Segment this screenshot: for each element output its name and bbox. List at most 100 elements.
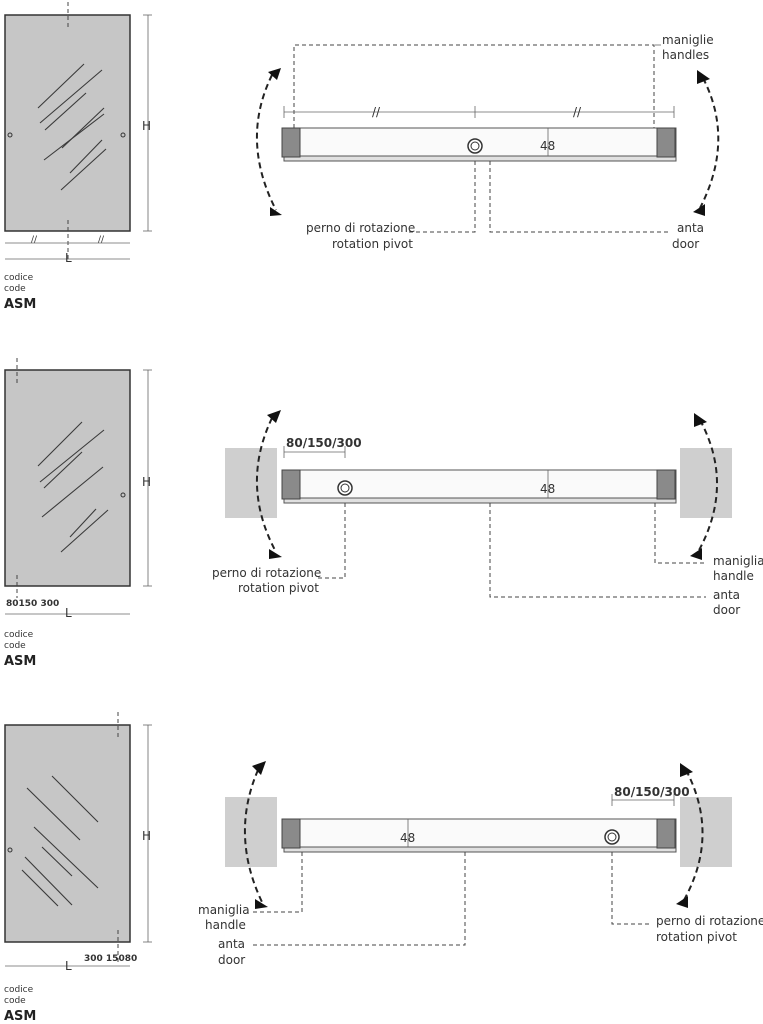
arrow-head-icon <box>255 899 268 909</box>
pivot-label-en: rotation pivot <box>238 581 319 595</box>
door-label-en: door <box>713 603 740 617</box>
handle-block-left <box>281 818 301 849</box>
door-leader <box>489 503 706 598</box>
glass-door-panel <box>4 369 131 587</box>
thickness-label: 48 <box>540 482 555 496</box>
wall-jamb-left <box>225 448 277 518</box>
product-code: ASM <box>4 1009 36 1024</box>
arrow-head-icon <box>694 413 707 427</box>
glass-leaf <box>283 155 677 162</box>
handle-dot <box>120 132 126 138</box>
plan-view-2: 80/150/300 48 perno di rotazione rotatio… <box>212 410 763 617</box>
arrow-head-icon <box>268 68 281 80</box>
pivot-label-en: rotation pivot <box>332 237 413 251</box>
handle-block-right <box>656 818 676 849</box>
wall-jamb-left <box>225 797 277 867</box>
pivot-leader <box>315 503 346 579</box>
code-label-it: codice <box>4 273 34 283</box>
handles-leader <box>293 44 655 128</box>
pivot-leader <box>611 852 650 925</box>
door-label-it: anta <box>677 221 704 235</box>
glass-reflection-streaks <box>21 775 99 907</box>
pivot-label-it: perno di rotazione <box>306 221 415 235</box>
plan-view-3: 80/150/300 48 maniglia handle anta door … <box>198 761 763 967</box>
arrow-head-icon <box>693 204 705 216</box>
plan-view-1: maniglie handles // // 48 perno di rotaz… <box>255 33 720 251</box>
rotation-arrow-left <box>255 417 277 553</box>
variant-1: H L // // codice code ASM maniglie handl… <box>4 2 720 312</box>
handle-dot <box>120 492 126 498</box>
pivot-offset-label: 80150 300 <box>6 599 59 609</box>
door-label-en: door <box>218 953 245 967</box>
arrow-head-icon <box>676 896 688 908</box>
handle-block-left <box>281 469 301 500</box>
dim-h-label: H <box>142 119 151 133</box>
wall-jamb-right <box>680 448 732 518</box>
arrow-head-icon <box>680 763 693 777</box>
split-mark: // <box>573 105 582 119</box>
front-view-1: H L // // <box>4 2 152 265</box>
handle-leader <box>654 503 707 564</box>
glass-reflection-streaks <box>37 421 109 553</box>
handle-label-en: handle <box>205 918 246 932</box>
code-label-en: code <box>4 641 26 651</box>
wall-jamb-right <box>680 797 732 867</box>
front-view-2: H L 80150 300 <box>4 358 152 620</box>
rotation-arrow-right <box>683 769 704 901</box>
pivot-offset-label: 300 15080 <box>84 954 137 964</box>
arrow-head-icon <box>267 410 281 423</box>
rotation-arrow-left <box>244 769 263 903</box>
handle-block-right <box>656 469 676 500</box>
code-label-it: codice <box>4 630 34 640</box>
glass-reflection-streaks <box>37 63 107 191</box>
rotation-arrow-left <box>255 74 277 211</box>
handle-dot <box>7 847 13 853</box>
dim-h-label: H <box>142 829 151 843</box>
door-label-it: anta <box>713 588 740 602</box>
door-label-it: anta <box>218 937 245 951</box>
handle-label-it: maniglia <box>198 903 250 917</box>
glass-door-panel <box>4 724 131 943</box>
product-code: ASM <box>4 297 36 312</box>
product-code: ASM <box>4 654 36 669</box>
thickness-label: 48 <box>400 831 415 845</box>
glass-door-panel <box>4 14 131 232</box>
door-label-en: door <box>672 237 699 251</box>
pivot-leader <box>408 161 476 233</box>
pivot-label-it: perno di rotazione <box>212 566 321 580</box>
variant-2: H L 80150 300 codice code ASM 80/150/300… <box>4 358 763 669</box>
thickness-label: 48 <box>540 139 555 153</box>
handle-block-left <box>281 127 301 158</box>
handle-label-it: maniglia <box>713 554 763 568</box>
rotation-arrow-right <box>699 77 720 209</box>
pivot-label-en: rotation pivot <box>656 930 737 944</box>
pivot-label-it: perno di rotazione <box>656 914 763 928</box>
handle-leader <box>250 852 303 913</box>
split-mark: // <box>98 235 105 245</box>
pivot-offset-label: 80/150/300 <box>614 785 690 799</box>
front-view-3: H L 300 15080 <box>4 712 152 973</box>
handles-label-it: maniglie <box>662 33 714 47</box>
dim-l-label: L <box>65 251 72 265</box>
code-label-it: codice <box>4 985 34 995</box>
door-leader <box>250 852 466 946</box>
dim-h-label: H <box>142 475 151 489</box>
variant-3: H L 300 15080 codice code ASM 80/150/300… <box>4 712 763 1024</box>
glass-leaf <box>283 846 677 853</box>
door-leader <box>489 161 670 233</box>
rotation-arrow-right <box>697 419 718 553</box>
split-mark: // <box>372 105 381 119</box>
arrow-head-icon <box>252 761 266 775</box>
handle-block-right <box>656 127 676 158</box>
arrow-head-icon <box>269 549 282 559</box>
arrow-head-icon <box>270 207 282 216</box>
split-mark: // <box>31 235 38 245</box>
code-label-en: code <box>4 996 26 1006</box>
handles-label-en: handles <box>662 48 709 62</box>
handle-label-en: handle <box>713 569 754 583</box>
dim-l-label: L <box>65 606 72 620</box>
code-label-en: code <box>4 284 26 294</box>
dim-l-label: L <box>65 959 72 973</box>
pivot-offset-label: 80/150/300 <box>286 436 362 450</box>
